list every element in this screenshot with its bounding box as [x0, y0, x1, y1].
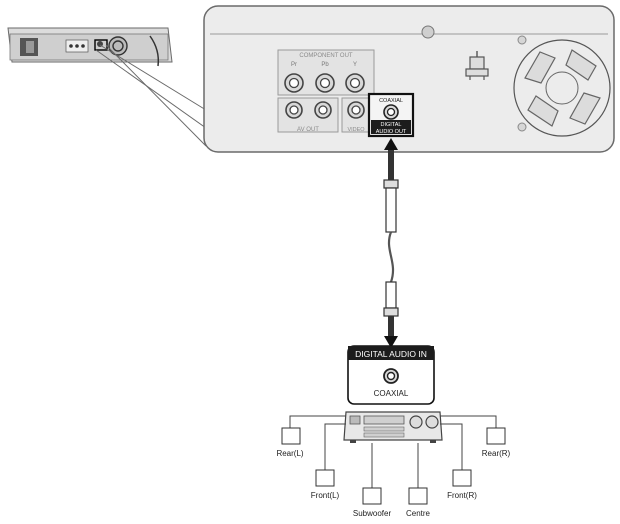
jack-label: Pb: [321, 62, 329, 68]
speaker-wires: [289, 415, 497, 488]
zoom-line: [95, 49, 207, 129]
jack-label: Y: [353, 62, 357, 68]
speaker-label: Rear(L): [276, 449, 303, 458]
screw-icon: [517, 35, 527, 45]
jack-pr: Pr: [284, 62, 304, 93]
digital-audio-out-badge: [371, 120, 411, 134]
av-receiver: [343, 411, 443, 443]
speaker-rear-right: Rear(R): [482, 427, 511, 458]
jack-pb: Pb: [315, 62, 335, 93]
coaxial-in-label: COAXIAL: [374, 389, 409, 398]
jack-label: Pr: [291, 62, 297, 68]
screw-icon: [517, 122, 527, 132]
zoom-line: [105, 44, 207, 147]
speaker-front-right: Front(R): [447, 469, 477, 500]
digital-audio-in-box: DIGITAL AUDIO IN COAXIAL: [347, 345, 435, 405]
audio-out-label: AUDIO OUT: [376, 129, 407, 135]
coaxial-cable: [383, 138, 399, 348]
digital-label: DIGITAL: [381, 122, 402, 128]
speaker-label: Centre: [406, 509, 431, 518]
video-out-label: VIDEO: [347, 127, 365, 133]
speaker-label: Rear(R): [482, 449, 511, 458]
speaker-rear-left: Rear(L): [276, 427, 304, 458]
speaker-front-left: Front(L): [311, 469, 340, 500]
cooling-fan-icon: [513, 39, 611, 137]
jack-y: Y: [345, 62, 365, 93]
speaker-label: Subwoofer: [353, 509, 392, 518]
av-out-label: AV OUT: [297, 127, 319, 133]
digital-audio-in-header: DIGITAL AUDIO IN: [355, 349, 427, 359]
speaker-label: Front(R): [447, 491, 477, 500]
zoom-line: [99, 44, 207, 111]
connector-icon: [465, 51, 489, 80]
speaker-subwoofer: Subwoofer: [353, 487, 392, 518]
coaxial-label: COAXIAL: [379, 98, 403, 104]
speaker-label: Front(L): [311, 491, 340, 500]
component-out-label: COMPONENT OUT: [299, 53, 353, 59]
speaker-centre: Centre: [406, 487, 431, 518]
rear-panel-zoom: COMPONENT OUT Pr Pb Y AV OUT VIDEO COAXI…: [203, 5, 615, 153]
player-thumbnail: [7, 27, 173, 67]
screw-icon: [421, 25, 435, 39]
